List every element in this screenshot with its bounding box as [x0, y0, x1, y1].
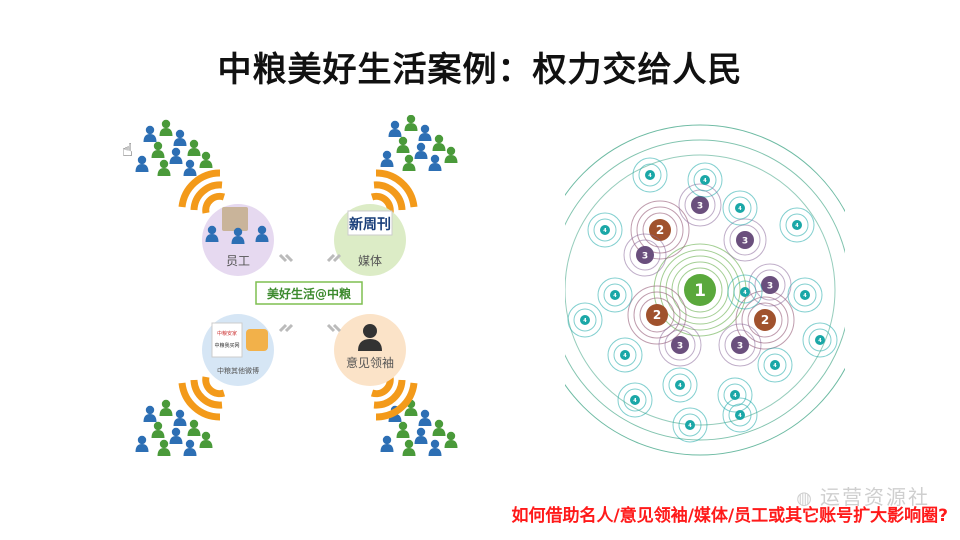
network-node-label: 4	[703, 178, 707, 184]
network-node-label: 4	[678, 383, 682, 389]
network-node: 4	[632, 157, 668, 193]
network-node: 4	[722, 190, 758, 226]
network-node-label: 3	[737, 341, 743, 351]
cartoon-avatar-icon	[246, 329, 268, 351]
weibo-badge-line-2: 中粮我买网	[214, 342, 239, 349]
network-node-label: 3	[677, 341, 683, 351]
network-node-label: 4	[603, 228, 607, 234]
signal-wave-icon	[178, 169, 226, 214]
network-node-label: 4	[738, 413, 742, 419]
center-logo: 美好生活@中粮	[255, 281, 363, 305]
network-node-label: 4	[648, 173, 652, 179]
network-node: 3	[748, 263, 792, 307]
signal-wave-icon	[370, 169, 418, 214]
network-node: 1	[653, 243, 747, 337]
signal-wave-icon	[178, 376, 226, 421]
network-node: 4	[727, 274, 763, 310]
network-node: 4	[607, 337, 643, 373]
watermark: ◍ 运营资源社	[796, 481, 930, 510]
network-node: 4	[722, 397, 758, 433]
node-label-opinion-leader: 意见领袖	[346, 355, 394, 370]
network-node-label: 2	[653, 308, 661, 322]
network-node: 3	[723, 218, 767, 262]
node-other-weibo: 中粮安家 中粮我买网 中粮其他微博	[202, 314, 274, 386]
watermark-text: 运营资源社	[820, 485, 930, 509]
network-node: 4	[617, 382, 653, 418]
network-node-label: 4	[738, 206, 742, 212]
network-node-label: 4	[623, 353, 627, 359]
network-node: 4	[672, 407, 708, 443]
network-node: 4	[687, 162, 723, 198]
network-node: 4	[802, 322, 838, 358]
person-silhouette-icon	[358, 324, 382, 351]
network-node-label: 3	[642, 251, 648, 261]
network-node-label: 2	[656, 223, 664, 237]
network-node-label: 4	[688, 423, 692, 429]
influence-network: 1 2 2 2 3 3 3 3 3 3 4 4 4 4 4 4 4 4 4 4 4 4 4 4 4 4 4	[565, 124, 845, 456]
employee-photo-icon	[222, 207, 248, 231]
network-node-label: 4	[818, 338, 822, 344]
network-node-label: 4	[795, 223, 799, 229]
network-node-label: 3	[697, 201, 703, 211]
outer-ring	[565, 154, 836, 426]
signal-wave-icon	[370, 376, 418, 421]
network-node: 4	[587, 212, 623, 248]
network-node: 4	[779, 207, 815, 243]
arrow-icons	[278, 253, 342, 333]
hand-cursor-icon: ☝	[122, 140, 133, 161]
page-title: 中粮美好生活案例：权力交给人民	[217, 50, 743, 90]
crowd-bottom-right	[381, 400, 458, 456]
outer-ring	[565, 139, 845, 441]
network-node-label: 1	[694, 281, 706, 301]
network-node-label: 2	[761, 313, 769, 327]
network-node-label: 4	[613, 293, 617, 299]
node-employee: 员工	[202, 204, 274, 276]
network-node: 4	[717, 377, 753, 413]
node-label-other-weibo: 中粮其他微博	[217, 366, 259, 375]
network-node: 4	[787, 277, 823, 313]
crowd-top-left	[136, 120, 213, 176]
network-node: 4	[567, 302, 603, 338]
network-node-label: 4	[733, 393, 737, 399]
outer-ring	[565, 124, 845, 456]
network-node-label: 4	[633, 398, 637, 404]
node-label-employee: 员工	[226, 254, 250, 268]
network-node: 4	[757, 347, 793, 383]
influence-diagram: 员工 新周刊 媒体 中粮安家 中粮我买网 中粮其他微博 意见领袖 美好生活@中粮	[110, 115, 510, 475]
crowd-top-right	[381, 115, 458, 171]
network-node: 3	[658, 323, 702, 367]
media-badge: 新周刊	[349, 216, 391, 233]
caption-question: 如何借助名人/意见领袖/媒体/员工或其它账号扩大影响圈?	[511, 506, 949, 526]
network-node-label: 4	[743, 290, 747, 296]
network-node-label: 4	[773, 363, 777, 369]
network-node: 3	[623, 233, 667, 277]
network-node: 3	[718, 323, 762, 367]
wechat-icon: ◍	[796, 488, 814, 509]
network-node-label: 4	[583, 318, 587, 324]
network-node-label: 3	[767, 281, 773, 291]
node-opinion-leader: 意见领袖	[334, 314, 406, 386]
weibo-badge-line-1: 中粮安家	[217, 330, 237, 337]
node-label-media: 媒体	[358, 254, 382, 268]
center-logo-text: 美好生活@中粮	[267, 286, 351, 301]
network-node: 4	[662, 367, 698, 403]
node-media: 新周刊 媒体	[334, 204, 406, 276]
network-node: 4	[597, 277, 633, 313]
network-node: 3	[678, 183, 722, 227]
network-node-label: 4	[803, 293, 807, 299]
network-node: 2	[627, 285, 687, 345]
network-node-label: 3	[742, 236, 748, 246]
